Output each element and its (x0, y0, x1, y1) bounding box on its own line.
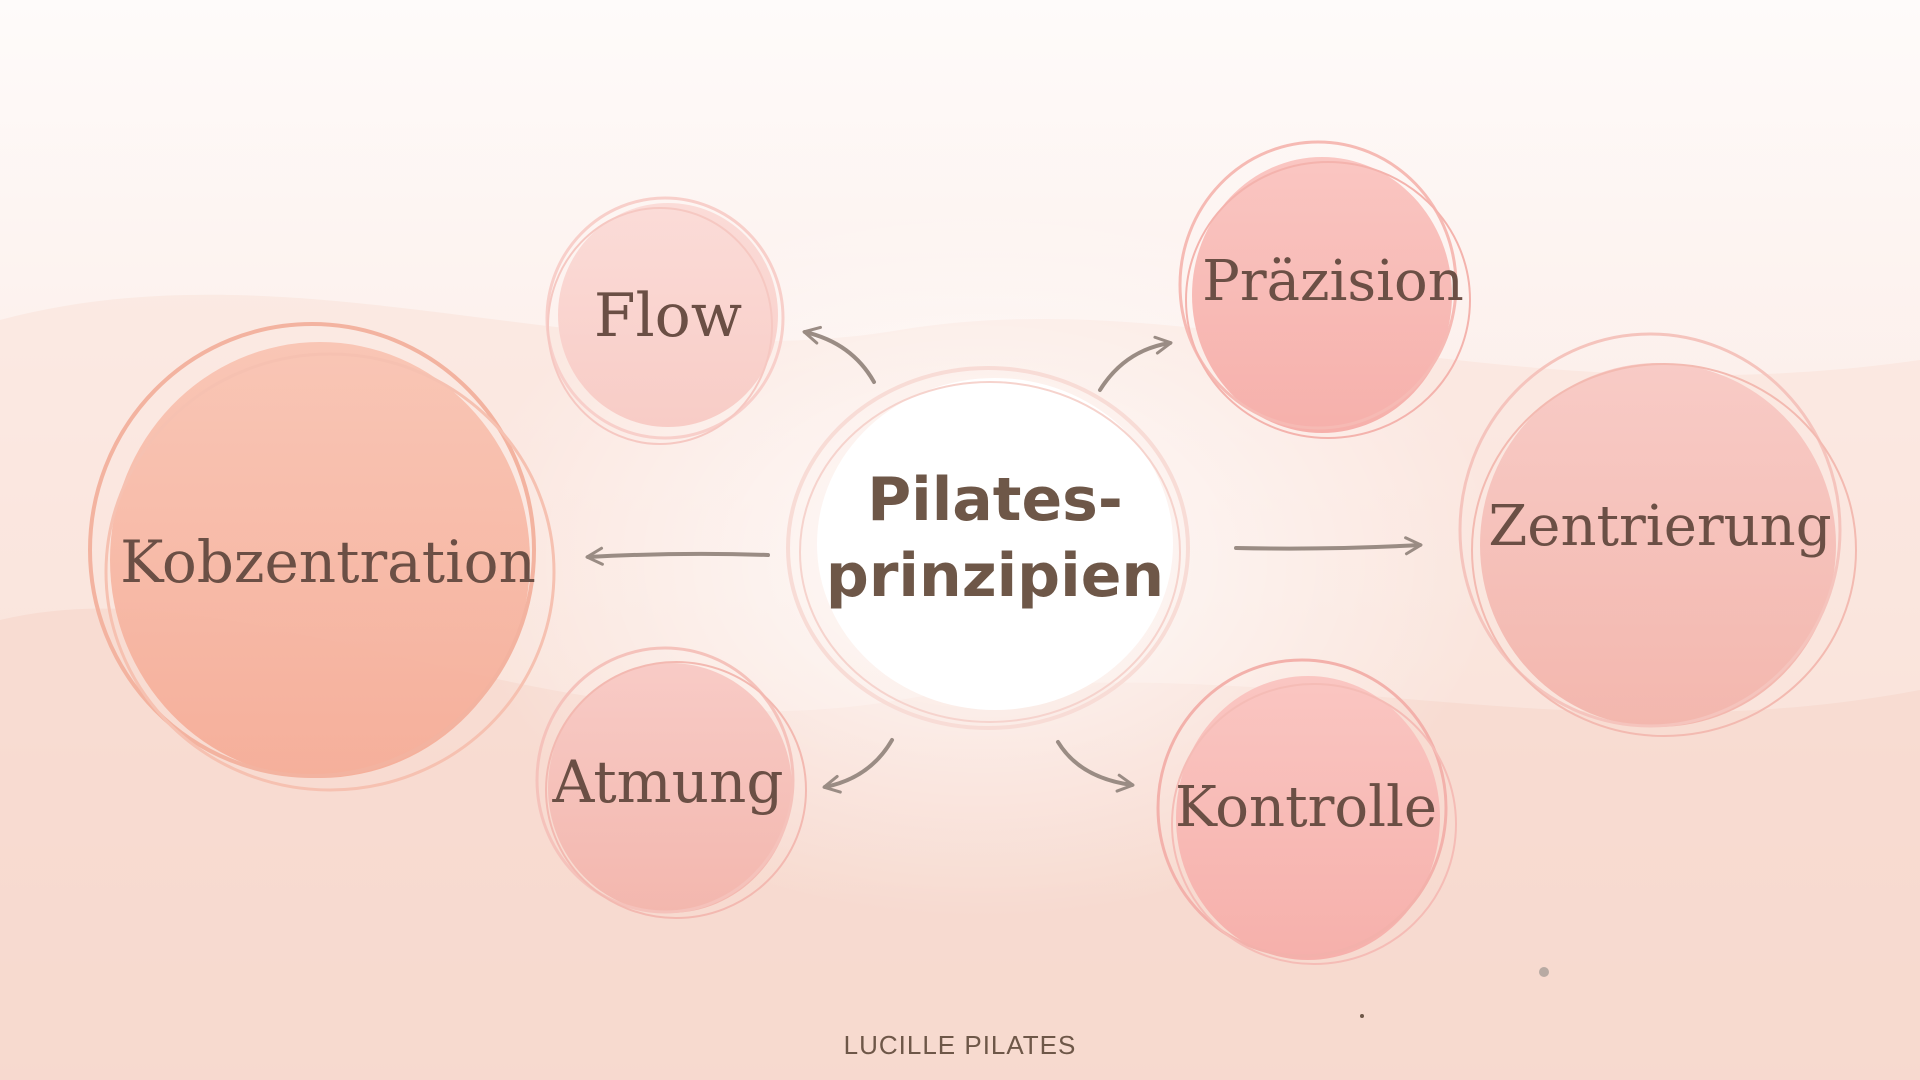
node-center: Pilates- prinzipien (786, 366, 1190, 730)
node-kontrolle: Kontrolle (1156, 658, 1457, 965)
node-praezision-label: Präzision (1202, 249, 1464, 314)
center-title-line2: prinzipien (826, 541, 1164, 611)
arrow-to-zentrierung (1234, 536, 1423, 556)
arrow-to-kontrolle (1056, 740, 1135, 793)
node-praezision: Präzision (1178, 140, 1471, 439)
node-zentrierung-label: Zentrierung (1488, 494, 1831, 559)
node-kontrolle-label: Kontrolle (1175, 775, 1437, 840)
node-flow: Flow (545, 196, 785, 445)
arrow-to-atmung (822, 738, 894, 794)
center-title-line1: Pilates- (867, 465, 1123, 535)
node-konzentration: Kobzentration (88, 322, 556, 792)
decorative-dots (1360, 967, 1549, 1018)
node-atmung: Atmung (535, 646, 807, 919)
arrow-to-praezision (1098, 335, 1173, 392)
arrow-to-konzentration (585, 546, 770, 566)
connector-arrows (585, 325, 1423, 794)
node-konzentration-label: Kobzentration (120, 528, 536, 596)
footer-brand: LUCILLE PILATES (843, 1030, 1077, 1060)
arrow-to-flow (802, 325, 876, 384)
node-atmung-label: Atmung (551, 748, 783, 816)
node-zentrierung: Zentrierung (1458, 332, 1857, 737)
node-flow-label: Flow (594, 281, 742, 351)
